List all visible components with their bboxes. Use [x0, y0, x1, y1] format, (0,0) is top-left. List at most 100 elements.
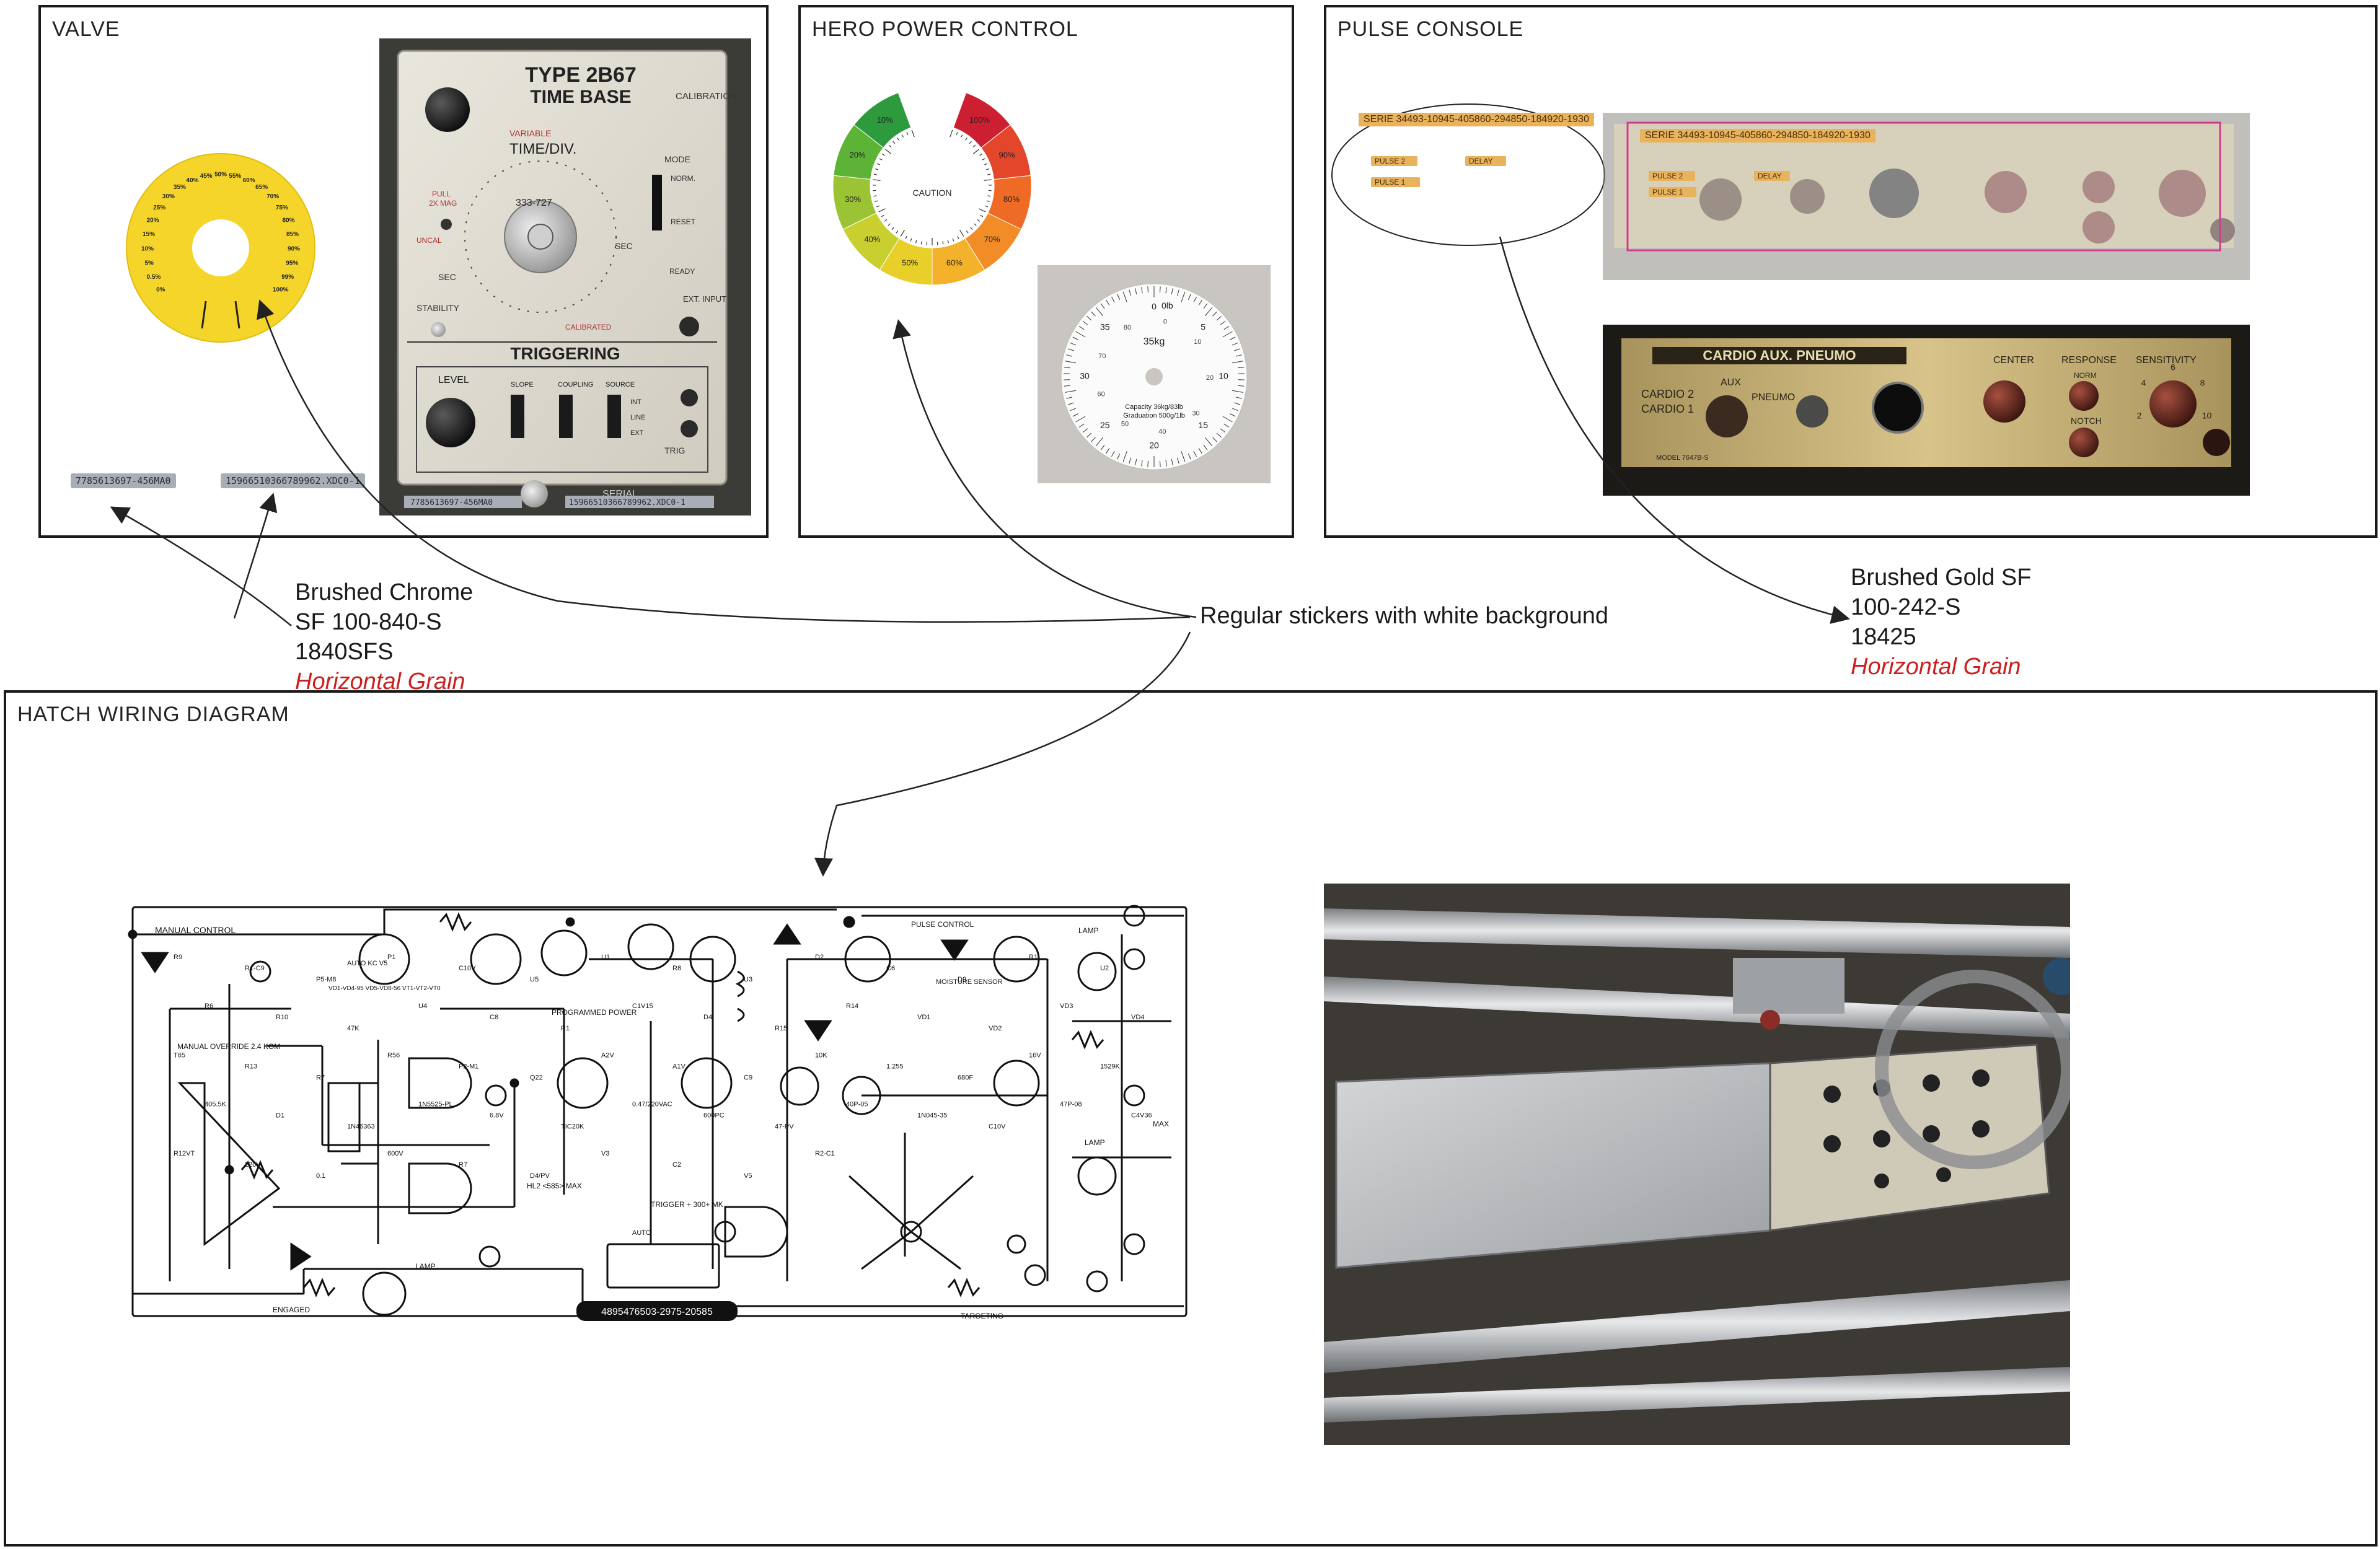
- gauge-label: 90%: [998, 151, 1015, 160]
- ext-input-label: EXT. INPUT: [683, 294, 726, 304]
- component-label: C8: [490, 1014, 498, 1021]
- sensitivity-tick-label: 2: [2137, 411, 2142, 421]
- component-label: 6.8V: [490, 1112, 504, 1120]
- scale-tick: [1067, 348, 1074, 351]
- component-label: 600PC: [703, 1112, 725, 1120]
- scale-kg-label: 30: [1080, 371, 1090, 381]
- scale-lb-label: 20: [1206, 374, 1214, 382]
- overlay-delay-chip: DELAY: [1754, 171, 1791, 181]
- component-label: C10V: [989, 1123, 1006, 1131]
- dial-tick-label: 0%: [156, 286, 165, 293]
- gauge-tick: [878, 208, 886, 213]
- delay-chip: DELAY: [1465, 156, 1507, 166]
- center-label: CENTER: [1993, 355, 2034, 366]
- component-label: 40P-05: [846, 1101, 868, 1108]
- gauge-tick: [965, 137, 967, 141]
- component-label: U1: [601, 954, 610, 961]
- component-label: R1-C9: [245, 965, 265, 972]
- sensitivity-tick-label: 6: [2171, 362, 2175, 372]
- gauge-label: 20%: [849, 151, 865, 160]
- mode-label: MODE: [664, 154, 690, 164]
- valve-panel-title: VALVE: [52, 17, 120, 41]
- gauge-label: 70%: [984, 234, 1000, 244]
- gauge-tick: [910, 238, 912, 242]
- sec-right-label: SEC: [615, 241, 633, 251]
- scale-tick: [1106, 448, 1110, 454]
- scale-tick: [1220, 320, 1226, 325]
- lamp-label-bottom: LAMP: [415, 1262, 436, 1271]
- component-label: R15: [775, 1025, 787, 1032]
- gauge-tick: [897, 137, 899, 141]
- gauge-tick: [960, 134, 963, 138]
- code-chip-left: 7785613697-456MA0: [71, 473, 176, 488]
- int-label: INT: [630, 398, 641, 406]
- scale-tick: [1234, 402, 1241, 405]
- scale-tick: [1070, 342, 1077, 346]
- gauge-tick: [980, 214, 984, 217]
- ready-label: READY: [669, 267, 695, 276]
- trigger-label: TRIGGER + 300+ MK: [651, 1200, 723, 1209]
- gauge-tick: [896, 230, 899, 234]
- component-label: 680F: [958, 1074, 973, 1081]
- component-label: 600V: [387, 1150, 403, 1157]
- gauge-tick: [972, 149, 980, 154]
- sec-left-label: SEC: [438, 272, 456, 282]
- component-label: 1N46363: [347, 1123, 375, 1131]
- source-label: SOURCE: [606, 381, 635, 388]
- gauge-tick: [876, 205, 880, 208]
- dial-tick-label: 25%: [153, 204, 165, 211]
- calibration-label: CALIBRATION: [676, 91, 737, 102]
- scale-tick: [1091, 437, 1096, 442]
- stickers-caption: Regular stickers with white background: [1200, 603, 1608, 629]
- scale-kg-label: 10: [1219, 371, 1228, 381]
- scale-tick: [1177, 289, 1179, 296]
- gauge-tick: [959, 229, 964, 237]
- scale-lb-label: 0: [1163, 318, 1167, 326]
- scale-tick: [1177, 457, 1179, 464]
- component-label: C6: [886, 965, 895, 972]
- scale-kg-label: 20: [1149, 441, 1159, 450]
- sensitivity-label: SENSITIVITY: [2136, 355, 2197, 366]
- dial-tick-label: 5%: [144, 260, 154, 267]
- scale-tick: [1216, 432, 1222, 438]
- scale-tick: [1188, 454, 1191, 460]
- component-label: 1N5525-PL: [418, 1101, 453, 1108]
- gauge-tick: [915, 240, 917, 244]
- calibrated-label: CALIBRATED: [565, 323, 612, 331]
- variable-label: VARIABLE: [509, 128, 551, 138]
- scale-tick: [1181, 451, 1186, 462]
- component-label: R6: [205, 1003, 213, 1010]
- scale-tick: [1135, 288, 1137, 295]
- moisture-sensor-label: MOISTURE SENSOR: [936, 978, 1003, 986]
- scale-lb-label: 10: [1194, 338, 1201, 346]
- scale-tick: [1232, 361, 1243, 364]
- gauge-tick: [876, 163, 880, 165]
- gauge-label: 80%: [1003, 195, 1020, 204]
- gauge-tick: [905, 236, 907, 240]
- sticker-outline: [1626, 121, 2221, 252]
- component-label: R13: [245, 1063, 257, 1070]
- component-label: A2V: [601, 1051, 614, 1059]
- gold-grain: Horizontal Grain: [1851, 654, 2021, 680]
- component-label: R10: [276, 1014, 288, 1021]
- component-label: VD1: [917, 1014, 930, 1021]
- coupling-label: COUPLING: [558, 381, 593, 388]
- scale-tick: [1067, 402, 1074, 405]
- triggering-label: TRIGGERING: [510, 344, 620, 363]
- dial-pointer-left: [201, 301, 207, 329]
- scale-lb-label: 60: [1098, 391, 1105, 398]
- gold-console-photo: CARDIO AUX. PNEUMO CARDIO 2 CARDIO 1 AUX…: [1603, 325, 2250, 496]
- scale-tick: [1181, 291, 1186, 302]
- arrow-chrome-to-chip-left: [110, 506, 292, 626]
- scale-lb-label: 70: [1098, 353, 1106, 360]
- device-chip-right: 15966510366789962.XDC0-1: [569, 498, 685, 507]
- component-label: R7: [459, 1161, 467, 1169]
- component-label: C4V36: [1131, 1112, 1152, 1120]
- gauge-tick: [884, 219, 888, 222]
- component-label: 0.47/220VAC: [632, 1101, 672, 1108]
- gauge-tick: [884, 149, 892, 154]
- arrow-stickers-to-schematic: [814, 631, 1191, 877]
- power-gauge-sticker: CAUTION 10%20%30%40%50%60%70%80%90%100%: [832, 92, 1032, 285]
- level-label: LEVEL: [438, 375, 469, 385]
- arrow-stickers-to-dial: [257, 299, 1191, 623]
